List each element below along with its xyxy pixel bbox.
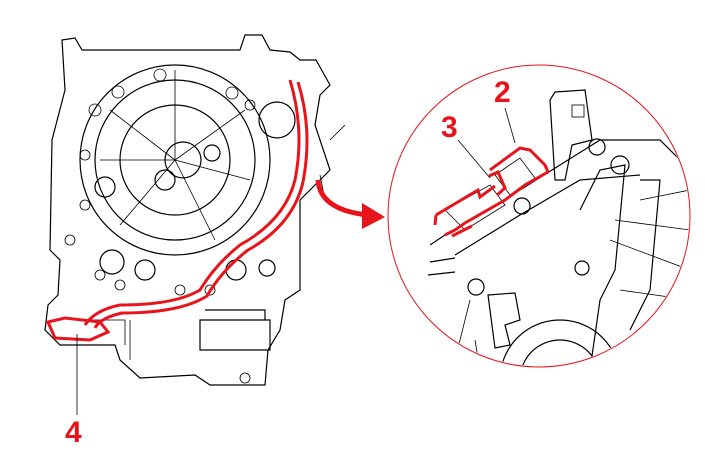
callout-label-4: 4 — [65, 416, 82, 449]
transmission-housing-drawing — [44, 34, 346, 386]
wiring-harness — [45, 79, 309, 342]
callout-label-2: 2 — [494, 76, 511, 109]
detail-view — [387, 64, 691, 368]
callout-label-3: 3 — [441, 111, 458, 144]
arrow-icon — [315, 179, 369, 218]
arrow-head-icon — [362, 203, 385, 229]
